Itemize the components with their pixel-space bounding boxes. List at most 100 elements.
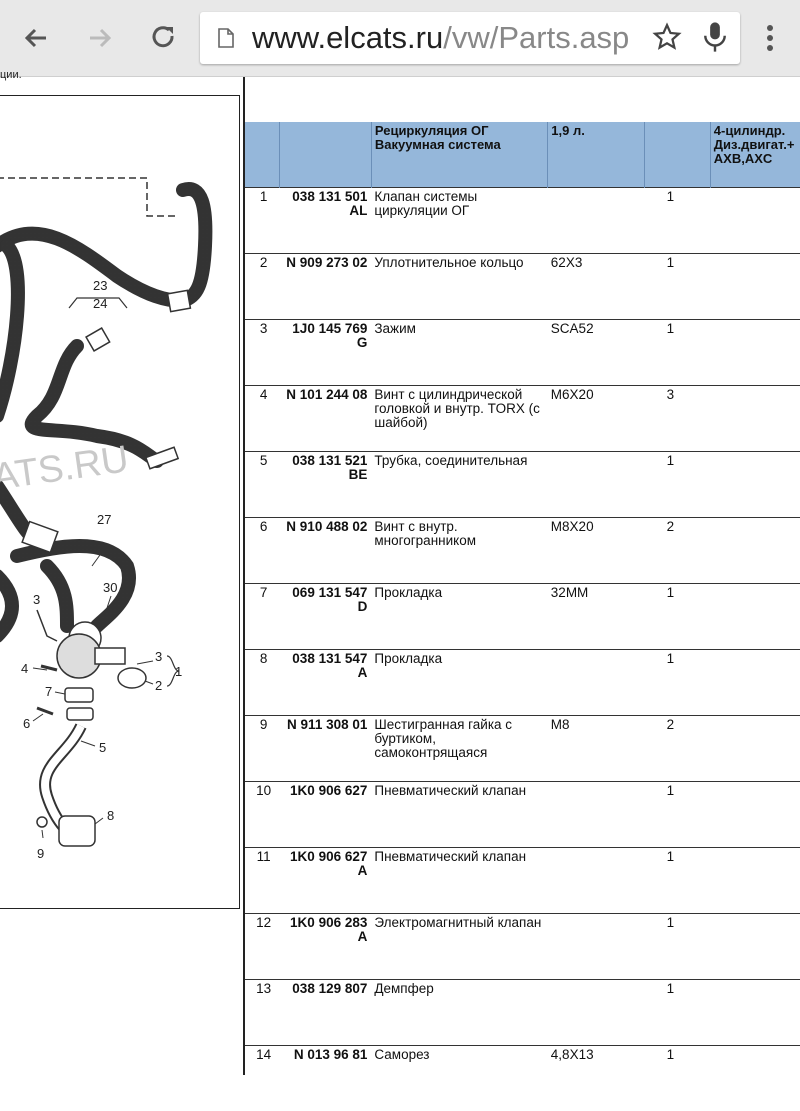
part-number-link[interactable]: 038 129 807	[279, 980, 371, 1046]
part-qty: 1	[645, 320, 711, 386]
part-note	[710, 452, 800, 518]
part-spec	[548, 188, 645, 254]
part-note	[710, 1046, 800, 1111]
part-qty: 1	[645, 188, 711, 254]
part-note	[710, 518, 800, 584]
part-note	[710, 980, 800, 1046]
clipped-text: ции.	[0, 69, 22, 81]
reload-button[interactable]	[144, 18, 184, 58]
part-number-link[interactable]: N 013 96 81	[279, 1046, 371, 1111]
part-spec	[548, 848, 645, 914]
row-number: 9	[245, 716, 279, 782]
part-note	[710, 716, 800, 782]
callout-5: 5	[99, 740, 106, 755]
part-name: Клапан системы циркуляции ОГ	[371, 188, 547, 254]
more-menu-icon[interactable]	[752, 18, 788, 58]
row-number: 7	[245, 584, 279, 650]
microphone-icon[interactable]	[700, 20, 730, 54]
callout-27: 27	[97, 512, 111, 527]
part-note	[710, 848, 800, 914]
reload-icon	[150, 24, 178, 52]
part-number-link[interactable]: 038 131 521 BE	[279, 452, 371, 518]
part-spec: 62X3	[548, 254, 645, 320]
forward-arrow-icon	[86, 24, 114, 52]
part-number-link[interactable]: 038 131 547 A	[279, 650, 371, 716]
part-number-link[interactable]: 038 131 501 AL	[279, 188, 371, 254]
part-spec: 4,8X13	[548, 1046, 645, 1111]
part-name: Уплотнительное кольцо	[371, 254, 547, 320]
callout-9: 9	[37, 846, 44, 861]
part-spec	[548, 914, 645, 980]
callout-24: 24	[93, 296, 107, 311]
url-path: /vw/Parts.asp	[443, 20, 629, 55]
address-bar[interactable]: www.elcats.ru/vw/Parts.asp	[200, 12, 740, 64]
part-number-link[interactable]: 069 131 547 D	[279, 584, 371, 650]
part-note	[710, 254, 800, 320]
back-button[interactable]	[16, 18, 56, 58]
header-group-name: Рециркуляция ОГ Вакуумная система	[371, 122, 547, 188]
table-header: Рециркуляция ОГ Вакуумная система 1,9 л.…	[245, 122, 800, 188]
part-number-link[interactable]: 1K0 906 283 A	[279, 914, 371, 980]
parts-table: Рециркуляция ОГ Вакуумная система 1,9 л.…	[245, 122, 800, 1111]
browser-toolbar: www.elcats.ru/vw/Parts.asp	[0, 0, 800, 77]
part-qty: 1	[645, 650, 711, 716]
callout-30: 30	[103, 580, 117, 595]
part-number-link[interactable]: N 910 488 02	[279, 518, 371, 584]
part-spec	[548, 452, 645, 518]
part-qty: 1	[645, 584, 711, 650]
row-number: 6	[245, 518, 279, 584]
bookmark-star-icon[interactable]	[652, 22, 682, 52]
url-host: www.elcats.ru	[252, 20, 443, 55]
part-qty: 1	[645, 848, 711, 914]
callout-4: 4	[21, 661, 28, 676]
row-number: 8	[245, 650, 279, 716]
part-note	[710, 650, 800, 716]
part-spec: 32MM	[548, 584, 645, 650]
part-qty: 1	[645, 914, 711, 980]
part-spec: SCA52	[548, 320, 645, 386]
part-spec: M6X20	[548, 386, 645, 452]
row-number: 11	[245, 848, 279, 914]
part-number-link[interactable]: N 101 244 08	[279, 386, 371, 452]
row-number: 12	[245, 914, 279, 980]
page-content: ции.	[0, 77, 800, 1075]
callout-23: 23	[93, 278, 107, 293]
part-number-link[interactable]: N 909 273 02	[279, 254, 371, 320]
forward-button[interactable]	[80, 18, 120, 58]
part-number-link[interactable]: N 911 308 01	[279, 716, 371, 782]
part-name: Саморез	[371, 1046, 547, 1111]
header-engine-type: 4-цилиндр. Диз.двигат.+ AXB,AXC	[710, 122, 800, 188]
row-number: 1	[245, 188, 279, 254]
url-text[interactable]: www.elcats.ru/vw/Parts.asp	[252, 20, 629, 56]
part-number-link[interactable]: 1K0 906 627 A	[279, 848, 371, 914]
part-number-link[interactable]: 1J0 145 769 G	[279, 320, 371, 386]
part-name: Винт с внутр. многогранником	[371, 518, 547, 584]
header-qty	[645, 122, 711, 188]
part-number-link[interactable]: 1K0 906 627	[279, 782, 371, 848]
part-note	[710, 320, 800, 386]
parts-diagram[interactable]: ATS.RU 23 24 27 30 3 4 7 6 5 8 9 3 1 2	[0, 95, 240, 909]
part-note	[710, 386, 800, 452]
part-name: Винт с цилиндрической головкой и внутр. …	[371, 386, 547, 452]
row-number: 4	[245, 386, 279, 452]
part-name: Электромагнитный клапан	[371, 914, 547, 980]
callout-6: 6	[23, 716, 30, 731]
part-name: Демпфер	[371, 980, 547, 1046]
page-icon	[218, 28, 234, 48]
row-number: 14	[245, 1046, 279, 1111]
callout-2: 2	[155, 678, 162, 693]
